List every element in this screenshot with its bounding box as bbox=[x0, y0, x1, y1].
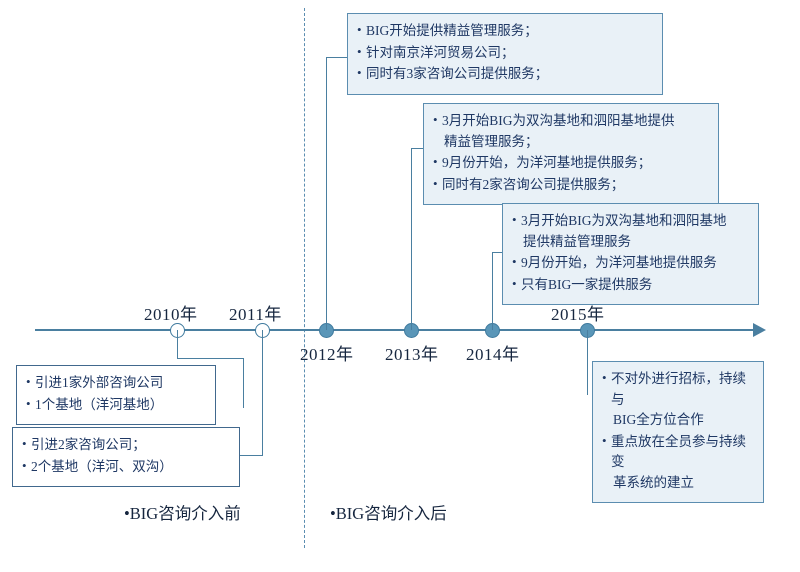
callout-2012-item-1: BIG开始提供精益管理服务； bbox=[357, 20, 653, 42]
callout-2012-list: BIG开始提供精益管理服务； 针对南京洋河贸易公司； 同时有3家咨询公司提供服务… bbox=[357, 20, 653, 85]
callout-2012-item-2: 针对南京洋河贸易公司； bbox=[357, 42, 653, 64]
year-label-2013: 2013年 bbox=[385, 345, 439, 364]
callout-2011-list: 引进2家咨询公司； 2个基地（洋河、双沟） bbox=[22, 434, 230, 478]
callout-2013-item-3: 同时有2家咨询公司提供服务； bbox=[433, 174, 709, 196]
callout-2015-item-1-line-1: 不对外进行招标，持续与 bbox=[611, 371, 746, 407]
callout-2014-item-1-line-2: 提供精益管理服务 bbox=[523, 233, 631, 249]
callout-box-2011[interactable]: 引进2家咨询公司； 2个基地（洋河、双沟） bbox=[12, 427, 240, 488]
year-label-2012: 2012年 bbox=[300, 345, 354, 364]
year-label-2011: 2011年 bbox=[229, 305, 282, 324]
callout-2012-item-3: 同时有3家咨询公司提供服务； bbox=[357, 63, 653, 85]
callout-2015-item-1-line-2: BIG全方位合作 bbox=[613, 412, 704, 428]
timeline-arrow-icon bbox=[753, 323, 766, 337]
connector-2013-vertical bbox=[411, 148, 412, 330]
callout-2013-item-1-line-1: 3月开始BIG为双沟基地和泗阳基地提供 bbox=[442, 113, 675, 128]
era-divider-dashed-line bbox=[304, 8, 305, 548]
year-label-2015: 2015年 bbox=[551, 305, 605, 324]
callout-2011-item-1: 引进2家咨询公司； bbox=[22, 434, 230, 456]
callout-2015-item-1: 不对外进行招标，持续与 BIG全方位合作 bbox=[602, 368, 754, 431]
connector-2012-vertical bbox=[326, 57, 327, 330]
callout-2010-item-2: 1个基地（洋河基地） bbox=[26, 394, 206, 416]
era-caption-before: •BIG咨询介入前 bbox=[124, 504, 241, 523]
callout-2013-item-1-line-2: 精益管理服务； bbox=[444, 133, 539, 149]
connector-2014-vertical bbox=[492, 252, 493, 330]
connector-2011-horizontal bbox=[240, 455, 263, 456]
connector-2010-horizontal bbox=[177, 358, 244, 359]
connector-2012-horizontal bbox=[326, 57, 348, 58]
era-caption-after: •BIG咨询介入后 bbox=[330, 504, 447, 523]
connector-2010-vertical-drop bbox=[243, 358, 244, 408]
callout-box-2010[interactable]: 引进1家外部咨询公司 1个基地（洋河基地） bbox=[16, 365, 216, 426]
callout-2015-item-2-line-2: 革系统的建立 bbox=[613, 474, 694, 490]
connector-2011-vertical bbox=[262, 330, 263, 455]
callout-2013-item-2: 9月份开始，为洋河基地提供服务； bbox=[433, 152, 709, 174]
callout-2014-item-2: 9月份开始，为洋河基地提供服务 bbox=[512, 252, 749, 274]
callout-2010-list: 引进1家外部咨询公司 1个基地（洋河基地） bbox=[26, 372, 206, 416]
timeline-axis bbox=[35, 329, 757, 331]
callout-2014-item-3: 只有BIG一家提供服务 bbox=[512, 274, 749, 296]
year-label-2010: 2010年 bbox=[144, 305, 198, 324]
callout-2011-item-2: 2个基地（洋河、双沟） bbox=[22, 456, 230, 478]
callout-2010-item-1: 引进1家外部咨询公司 bbox=[26, 372, 206, 394]
connector-2015-vertical bbox=[587, 330, 588, 395]
connector-2014-horizontal bbox=[492, 252, 503, 253]
connector-2010-vertical bbox=[177, 330, 178, 358]
callout-box-2012[interactable]: BIG开始提供精益管理服务； 针对南京洋河贸易公司； 同时有3家咨询公司提供服务… bbox=[347, 13, 663, 95]
callout-2015-item-2-line-1: 重点放在全员参与持续变 bbox=[611, 433, 746, 470]
connector-2013-horizontal bbox=[411, 148, 424, 149]
year-label-2014: 2014年 bbox=[466, 345, 520, 364]
callout-2014-item-1-line-1: 3月开始BIG为双沟基地和泗阳基地 bbox=[521, 213, 727, 228]
